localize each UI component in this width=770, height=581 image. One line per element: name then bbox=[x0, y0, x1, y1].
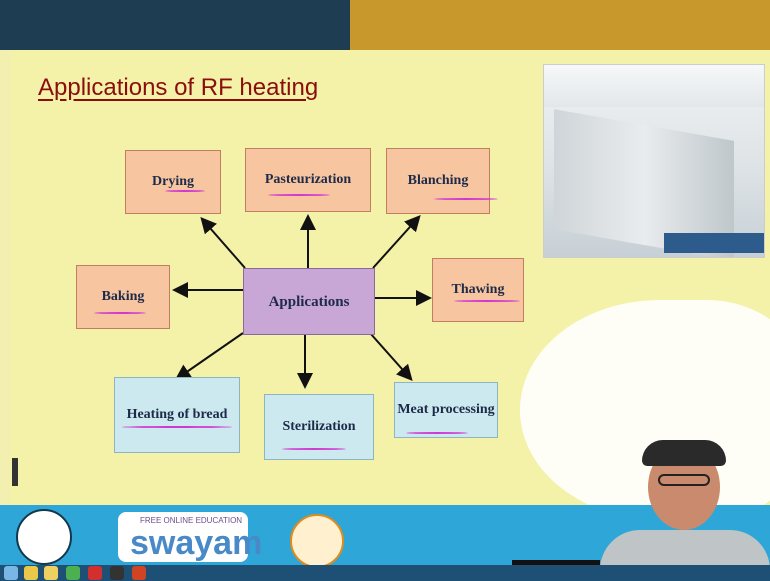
top-bar-dark bbox=[0, 0, 350, 50]
photo-conveyor-belt bbox=[664, 233, 764, 253]
node-thawing: Thawing bbox=[432, 258, 524, 322]
ink-underline-heating-of-bread bbox=[122, 426, 232, 428]
adobe-reader-icon[interactable] bbox=[88, 566, 102, 580]
swayam-name: swayam bbox=[130, 524, 263, 562]
node-meat-processing-label: Meat processing bbox=[397, 401, 495, 417]
node-blanching: Blanching bbox=[386, 148, 490, 214]
ink-underline-meat-processing bbox=[406, 432, 468, 434]
node-heating-of-bread-label: Heating of bread bbox=[126, 406, 228, 422]
ink-underline-thawing bbox=[454, 300, 520, 302]
node-sterilization-label: Sterilization bbox=[282, 418, 356, 434]
node-pasteurization: Pasteurization bbox=[245, 148, 371, 212]
node-applications-label: Applications bbox=[268, 293, 350, 310]
node-blanching-label: Blanching bbox=[407, 172, 469, 188]
iit-kharagpur-logo-icon bbox=[16, 509, 72, 565]
node-drying: Drying bbox=[125, 150, 221, 214]
swayam-logo-icon: FREE ONLINE EDUCATION swayam bbox=[118, 512, 262, 562]
windows-start-icon[interactable] bbox=[4, 566, 18, 580]
arrow-to-meat-processing bbox=[369, 332, 413, 381]
node-applications: Applications bbox=[243, 268, 375, 335]
top-bar-gold bbox=[350, 0, 770, 50]
file-explorer-icon[interactable] bbox=[44, 566, 58, 580]
rf-heating-machine-photo bbox=[543, 64, 765, 258]
media-player-icon[interactable] bbox=[110, 566, 124, 580]
arrow-to-heating-of-bread bbox=[174, 332, 244, 381]
node-baking: Baking bbox=[76, 265, 170, 329]
chrome-icon-2[interactable] bbox=[66, 566, 80, 580]
presenter-hair bbox=[642, 440, 726, 466]
chrome-icon[interactable] bbox=[24, 566, 38, 580]
ink-underline-pasteurization bbox=[268, 194, 330, 196]
node-drying-label: Drying bbox=[152, 173, 194, 189]
photo-ceiling bbox=[544, 65, 764, 107]
arrow-to-blanching bbox=[372, 215, 421, 269]
node-meat-processing: Meat processing bbox=[394, 382, 498, 438]
node-pasteurization-label: Pasteurization bbox=[264, 171, 352, 187]
presenter-video bbox=[600, 440, 770, 581]
ink-underline-blanching bbox=[434, 198, 498, 200]
side-handle bbox=[12, 458, 18, 486]
node-baking-label: Baking bbox=[101, 288, 145, 304]
decorative-blob bbox=[520, 300, 770, 505]
nptel-logo-icon bbox=[290, 514, 344, 568]
arrow-to-drying bbox=[200, 216, 246, 269]
swayam-tagline: FREE ONLINE EDUCATION bbox=[140, 516, 243, 525]
presenter-glasses bbox=[658, 474, 710, 486]
node-heating-of-bread: Heating of bread bbox=[114, 377, 240, 453]
ink-underline-baking bbox=[94, 312, 146, 314]
powerpoint-icon[interactable] bbox=[132, 566, 146, 580]
ink-underline-sterilization bbox=[282, 448, 346, 450]
slide-title: Applications of RF heating bbox=[38, 74, 319, 101]
taskbar bbox=[0, 565, 770, 581]
node-sterilization: Sterilization bbox=[264, 394, 374, 460]
node-thawing-label: Thawing bbox=[451, 281, 505, 297]
ink-underline-drying bbox=[165, 190, 205, 192]
